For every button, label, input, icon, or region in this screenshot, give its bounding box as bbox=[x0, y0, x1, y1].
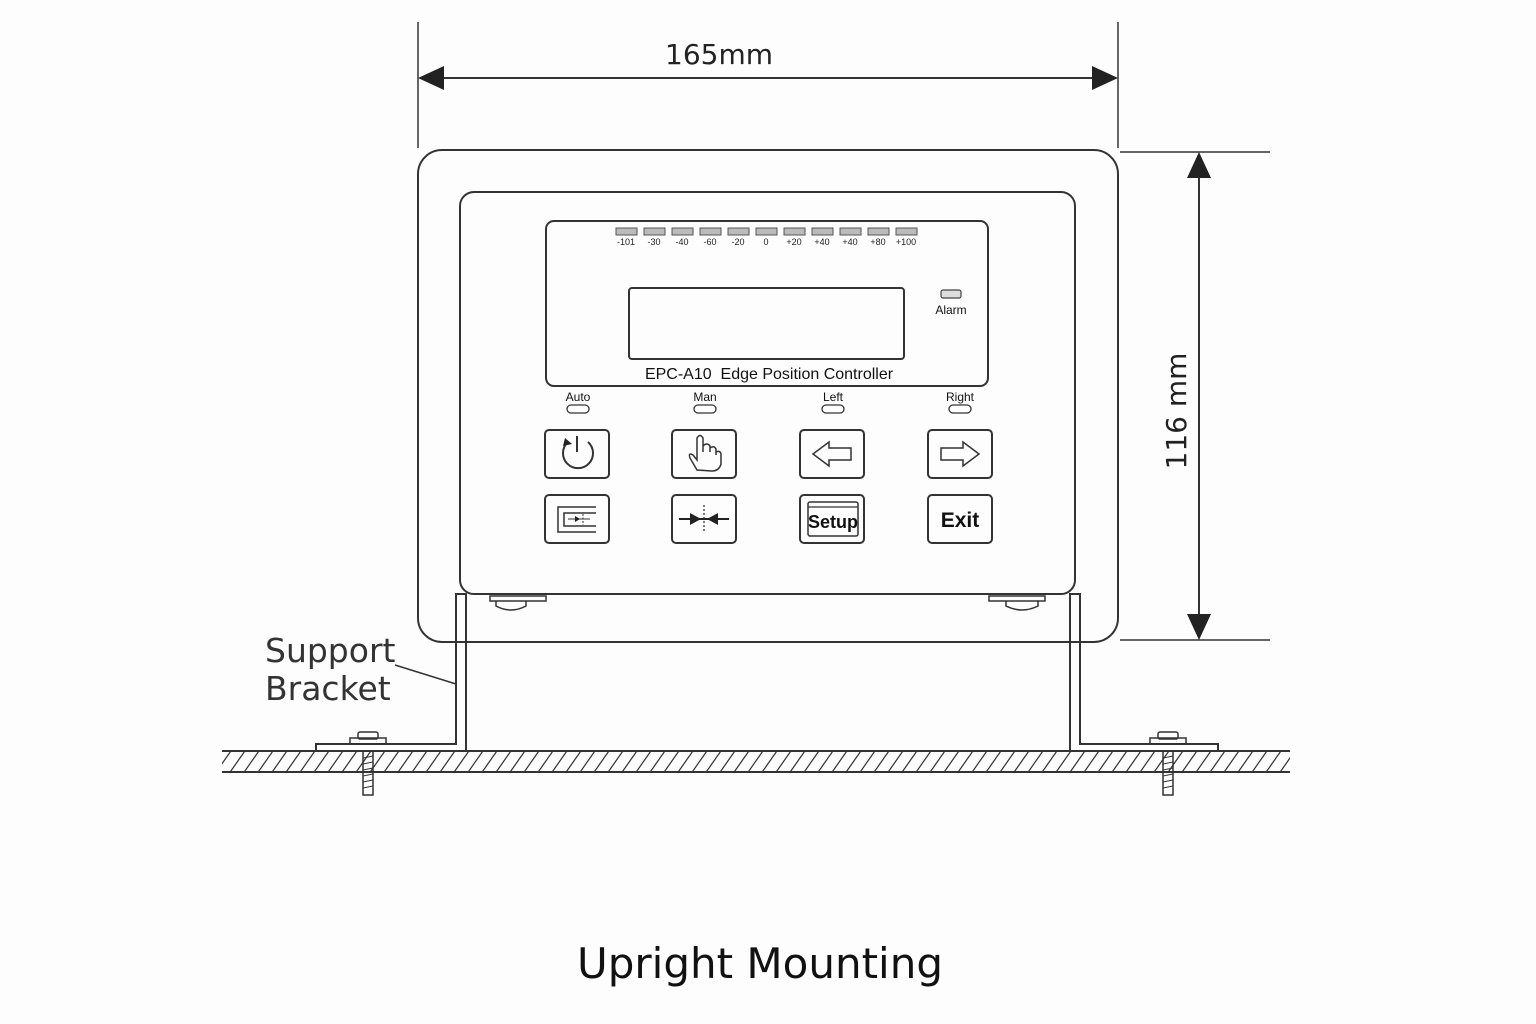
floor-bolt-left bbox=[349, 731, 387, 796]
outer-housing bbox=[417, 149, 1119, 643]
scale-led bbox=[615, 227, 638, 236]
panel-screw-right bbox=[988, 595, 1046, 611]
center-align-icon bbox=[679, 505, 729, 533]
indicator-label-left: Left bbox=[823, 390, 844, 404]
indicator-leds: Auto Man Left Right bbox=[566, 390, 975, 414]
indicator-led-right bbox=[948, 404, 972, 414]
scale-label: +20 bbox=[786, 237, 801, 247]
indicator-label-auto: Auto bbox=[566, 390, 591, 404]
support-bracket-callout: Support Bracket bbox=[265, 631, 457, 708]
front-panel bbox=[459, 191, 1076, 595]
panel-screw-left bbox=[489, 595, 547, 611]
indicator-label-right: Right bbox=[946, 390, 975, 404]
scale-led bbox=[727, 227, 750, 236]
controller-enclosure: -101 -30 -40 -60 -20 0 +20 +40 +40 +80 +… bbox=[417, 149, 1119, 643]
callout-line-2: Bracket bbox=[265, 669, 391, 708]
scale-led bbox=[755, 227, 778, 236]
callout-leader bbox=[394, 664, 457, 685]
led-scale: -101 -30 -40 -60 -20 0 +20 +40 +40 +80 +… bbox=[615, 227, 918, 247]
scale-led bbox=[895, 227, 918, 236]
auto-key[interactable] bbox=[544, 429, 610, 479]
support-bracket bbox=[315, 593, 1219, 751]
arrow-left-icon bbox=[811, 440, 852, 468]
scale-led bbox=[867, 227, 890, 236]
arrow-down-icon bbox=[1187, 614, 1211, 640]
scale-label: -20 bbox=[731, 237, 744, 247]
callout-line-1: Support bbox=[265, 631, 396, 670]
scale-label: +40 bbox=[814, 237, 829, 247]
sensor-icon bbox=[557, 506, 596, 533]
height-label: 116 mm bbox=[1160, 353, 1193, 470]
power-cycle-icon bbox=[562, 436, 594, 470]
base-plate bbox=[222, 750, 1290, 773]
scale-label: -40 bbox=[675, 237, 688, 247]
hand-icon bbox=[688, 434, 722, 472]
floor-bolt-right bbox=[1149, 731, 1187, 796]
arrow-right-icon bbox=[940, 440, 981, 468]
height-dimension: 116 mm bbox=[1120, 151, 1270, 641]
setup-frame bbox=[807, 501, 859, 537]
scale-led bbox=[671, 227, 694, 236]
indicator-led-left bbox=[821, 404, 845, 414]
width-dimension: 165mm bbox=[417, 22, 1119, 148]
scale-label: -101 bbox=[617, 237, 635, 247]
exit-key[interactable]: Exit bbox=[927, 494, 993, 544]
arrow-up-icon bbox=[1187, 152, 1211, 178]
scale-led bbox=[643, 227, 666, 236]
scale-led bbox=[783, 227, 806, 236]
setup-key-label: Setup bbox=[808, 512, 858, 532]
setup-key[interactable]: Setup bbox=[799, 494, 865, 544]
indicator-led-man bbox=[693, 404, 717, 414]
model-text: EPC-A10 Edge Position Controller bbox=[645, 366, 894, 383]
alarm-label: Alarm bbox=[935, 303, 966, 317]
scale-label: +40 bbox=[842, 237, 857, 247]
indicator-label-man: Man bbox=[693, 390, 716, 404]
exit-key-label: Exit bbox=[941, 509, 980, 532]
scale-led bbox=[811, 227, 834, 236]
scale-label: +100 bbox=[896, 237, 916, 247]
scale-label: -60 bbox=[703, 237, 716, 247]
arrow-left-icon bbox=[418, 66, 444, 90]
lcd-screen bbox=[628, 287, 905, 360]
left-key[interactable] bbox=[799, 429, 865, 479]
scale-label: -30 bbox=[647, 237, 660, 247]
right-key[interactable] bbox=[927, 429, 993, 479]
diagram-caption: Upright Mounting bbox=[577, 939, 943, 988]
scale-label: +80 bbox=[870, 237, 885, 247]
sensor-key[interactable] bbox=[544, 494, 610, 544]
scale-led bbox=[699, 227, 722, 236]
arrow-right-icon bbox=[1092, 66, 1118, 90]
center-key[interactable] bbox=[671, 494, 737, 544]
display-window bbox=[545, 220, 989, 387]
alarm-led bbox=[940, 289, 962, 299]
scale-led bbox=[839, 227, 862, 236]
manual-key[interactable] bbox=[671, 429, 737, 479]
indicator-led-auto bbox=[566, 404, 590, 414]
width-label: 165mm bbox=[665, 38, 773, 71]
scale-label: 0 bbox=[763, 237, 768, 247]
